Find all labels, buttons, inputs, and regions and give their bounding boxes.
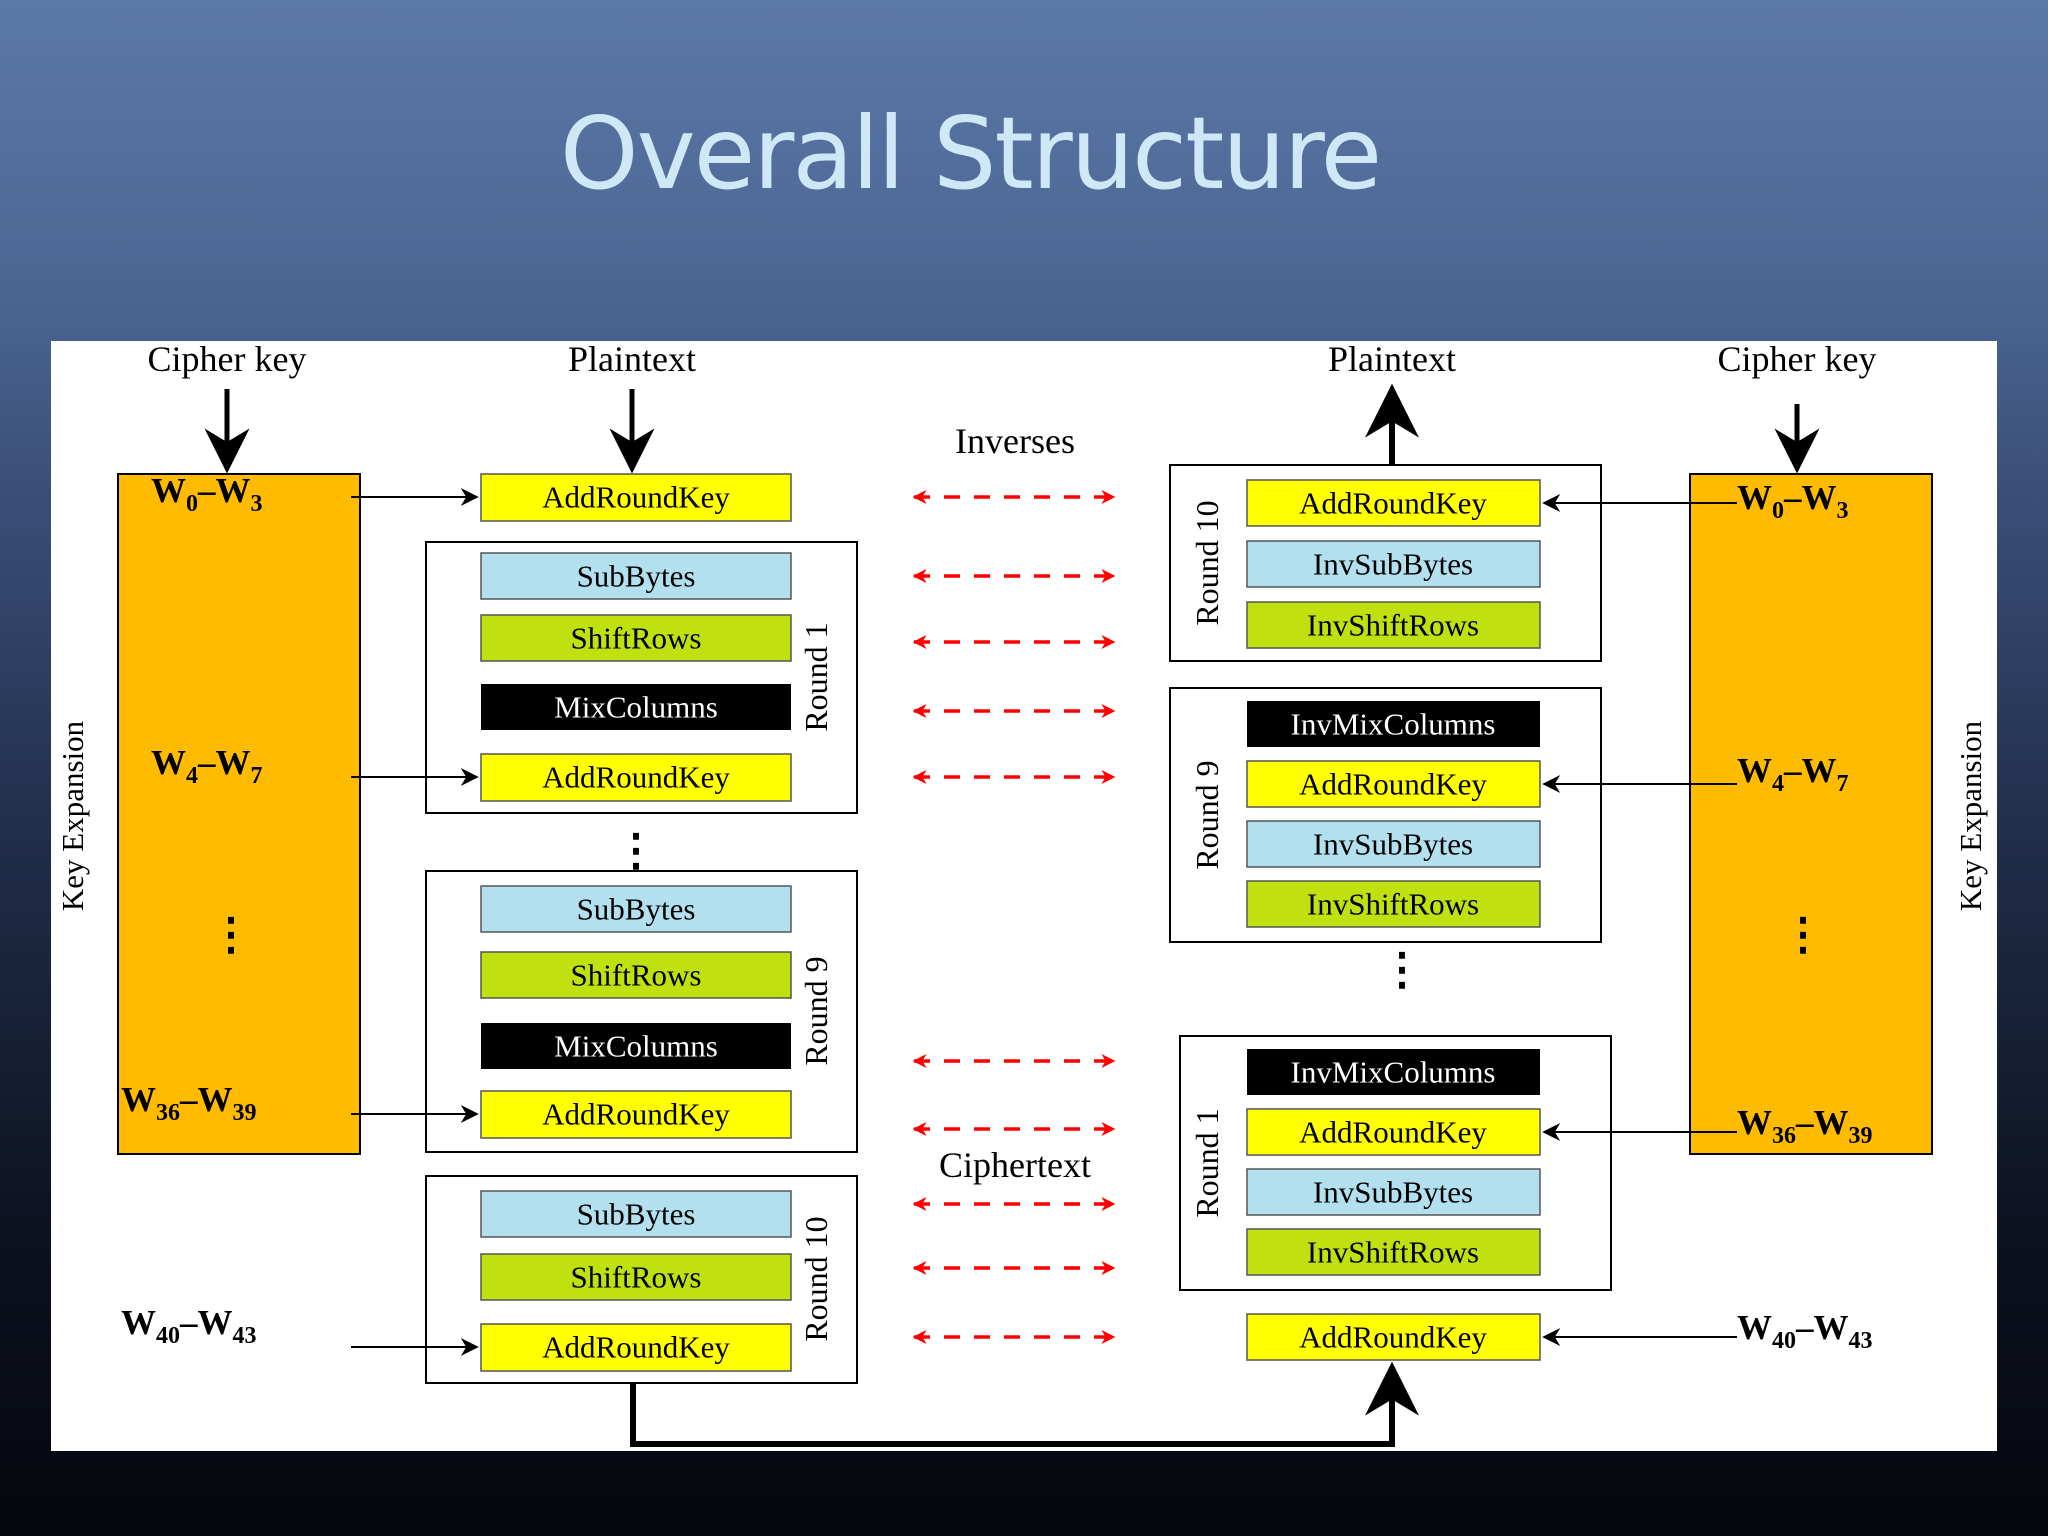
plaintext-right-label: Plaintext [1328, 341, 1456, 379]
inv-add-round-key-r10 [1246, 479, 1541, 527]
aes-structure-diagram: Key Expansion Key Expansion Cipher key C… [51, 341, 1997, 1451]
add-round-key-r9 [480, 1090, 792, 1139]
inv-round-1-label: Round 1 [1189, 1108, 1225, 1217]
inv-sub-bytes-r10-label: InvSubBytes [1313, 547, 1473, 582]
round-9-box [425, 870, 858, 1153]
inv-shift-rows-r10-label: InvShiftRows [1307, 608, 1479, 643]
inv-sub-bytes-r10 [1246, 540, 1541, 588]
ciphertext-label: Ciphertext [939, 1145, 1091, 1185]
inv-add-round-key-r10-label: AddRoundKey [1299, 486, 1487, 521]
add-round-key-r1 [480, 753, 792, 802]
sub-bytes-r10-label: SubBytes [577, 1197, 696, 1232]
add-round-key-initial [480, 473, 792, 522]
inv-add-round-key-final [1246, 1313, 1541, 1361]
inv-add-round-key-final-label: AddRoundKey [1299, 1320, 1487, 1355]
inv-mix-columns-r9 [1247, 701, 1540, 747]
shift-rows-r1 [480, 614, 792, 662]
key-expansion-right-column [1689, 473, 1933, 1155]
mix-columns-r1 [481, 684, 791, 730]
round-1-box [425, 541, 858, 814]
add-round-key-r10-label: AddRoundKey [542, 1330, 730, 1365]
inv-sub-bytes-r1 [1246, 1168, 1541, 1216]
add-round-key-r9-label: AddRoundKey [542, 1097, 730, 1132]
inv-sub-bytes-r9-label: InvSubBytes [1313, 827, 1473, 862]
word-label-left-w4-w7: W4–W7 [151, 743, 263, 789]
round-1-label: Round 1 [798, 622, 834, 731]
cipher-key-right-label: Cipher key [1718, 341, 1877, 379]
slide-title: Overall Structure [559, 95, 1382, 212]
diagram-canvas: Key Expansion Key Expansion Cipher key C… [55, 341, 1988, 1447]
key-expansion-left-label: Key Expansion [55, 720, 90, 911]
key-expansion-right-label: Key Expansion [1953, 720, 1988, 911]
svg-text:W4–W7: W4–W7 [1737, 751, 1849, 797]
shift-rows-r10-label: ShiftRows [571, 1260, 702, 1295]
svg-text:W0–W3: W0–W3 [151, 471, 263, 517]
inv-mix-columns-r1-label: InvMixColumns [1291, 1055, 1496, 1090]
inv-add-round-key-r1 [1246, 1108, 1541, 1156]
inv-round-9-box [1169, 687, 1602, 943]
word-label-left-w40-w43: W40–W43 [121, 1303, 257, 1349]
inv-shift-rows-r9-label: InvShiftRows [1307, 887, 1479, 922]
add-round-key-r10 [480, 1323, 792, 1372]
sub-bytes-r9 [480, 885, 792, 933]
inv-add-round-key-r9-label: AddRoundKey [1299, 767, 1487, 802]
inv-round-9-label: Round 9 [1189, 760, 1225, 869]
svg-text:W40–W43: W40–W43 [121, 1303, 257, 1349]
key-expansion-left-column [117, 473, 361, 1155]
inv-add-round-key-r1-label: AddRoundKey [1299, 1115, 1487, 1150]
round-9-label: Round 9 [798, 956, 834, 1065]
inv-round-10-label: Round 10 [1189, 500, 1225, 625]
ciphertext-path [630, 1361, 1419, 1447]
word-label-left-w0-w3: W0–W3 [151, 471, 263, 517]
inv-round-1-box [1179, 1035, 1612, 1291]
inverses-label: Inverses [955, 421, 1075, 461]
round-10-box [425, 1175, 858, 1384]
mix-columns-r9 [481, 1023, 791, 1069]
ellipsis-left-key: ⋮ [209, 910, 253, 959]
inv-sub-bytes-r9 [1246, 820, 1541, 868]
svg-text:W36–W39: W36–W39 [1737, 1103, 1873, 1149]
word-label-right-w0-w3: W0–W3 [1737, 478, 1849, 524]
word-label-right-w36-w39: W36–W39 [1737, 1103, 1873, 1149]
inv-mix-columns-r1 [1247, 1049, 1540, 1095]
word-label-right-w4-w7: W4–W7 [1737, 751, 1849, 797]
svg-text:W4–W7: W4–W7 [151, 743, 263, 789]
svg-text:W0–W3: W0–W3 [1737, 478, 1849, 524]
inverse-arrows [912, 490, 1116, 1344]
ellipsis-right-rounds: ⋮ [1380, 945, 1424, 994]
cipher-key-left-label: Cipher key [148, 341, 307, 379]
inv-add-round-key-r9 [1246, 760, 1541, 808]
inv-shift-rows-r1 [1246, 1228, 1541, 1276]
shift-rows-r9-label: ShiftRows [571, 958, 702, 993]
sub-bytes-r1 [480, 552, 792, 600]
word-label-right-w40-w43: W40–W43 [1737, 1308, 1873, 1354]
svg-text:W36–W39: W36–W39 [121, 1080, 257, 1126]
mix-columns-r1-label: MixColumns [554, 690, 718, 725]
inv-shift-rows-r9 [1246, 880, 1541, 928]
inv-shift-rows-r10 [1246, 601, 1541, 649]
svg-text:W40–W43: W40–W43 [1737, 1308, 1873, 1354]
inv-sub-bytes-r1-label: InvSubBytes [1313, 1175, 1473, 1210]
inv-shift-rows-r1-label: InvShiftRows [1307, 1235, 1479, 1270]
inv-mix-columns-r9-label: InvMixColumns [1291, 707, 1496, 742]
shift-rows-r9 [480, 951, 792, 999]
shift-rows-r10 [480, 1253, 792, 1301]
ellipsis-right-key: ⋮ [1781, 910, 1825, 959]
inv-round-10-box [1169, 464, 1602, 662]
add-round-key-initial-label: AddRoundKey [542, 480, 730, 515]
sub-bytes-r1-label: SubBytes [577, 559, 696, 594]
add-round-key-r1-label: AddRoundKey [542, 760, 730, 795]
shift-rows-r1-label: ShiftRows [571, 621, 702, 656]
round-10-label: Round 10 [798, 1216, 834, 1341]
mix-columns-r9-label: MixColumns [554, 1029, 718, 1064]
ellipsis-left-rounds: ⋮ [614, 826, 658, 875]
sub-bytes-r9-label: SubBytes [577, 892, 696, 927]
plaintext-left-label: Plaintext [568, 341, 696, 379]
word-label-left-w36-w39: W36–W39 [121, 1080, 257, 1126]
sub-bytes-r10 [480, 1190, 792, 1238]
